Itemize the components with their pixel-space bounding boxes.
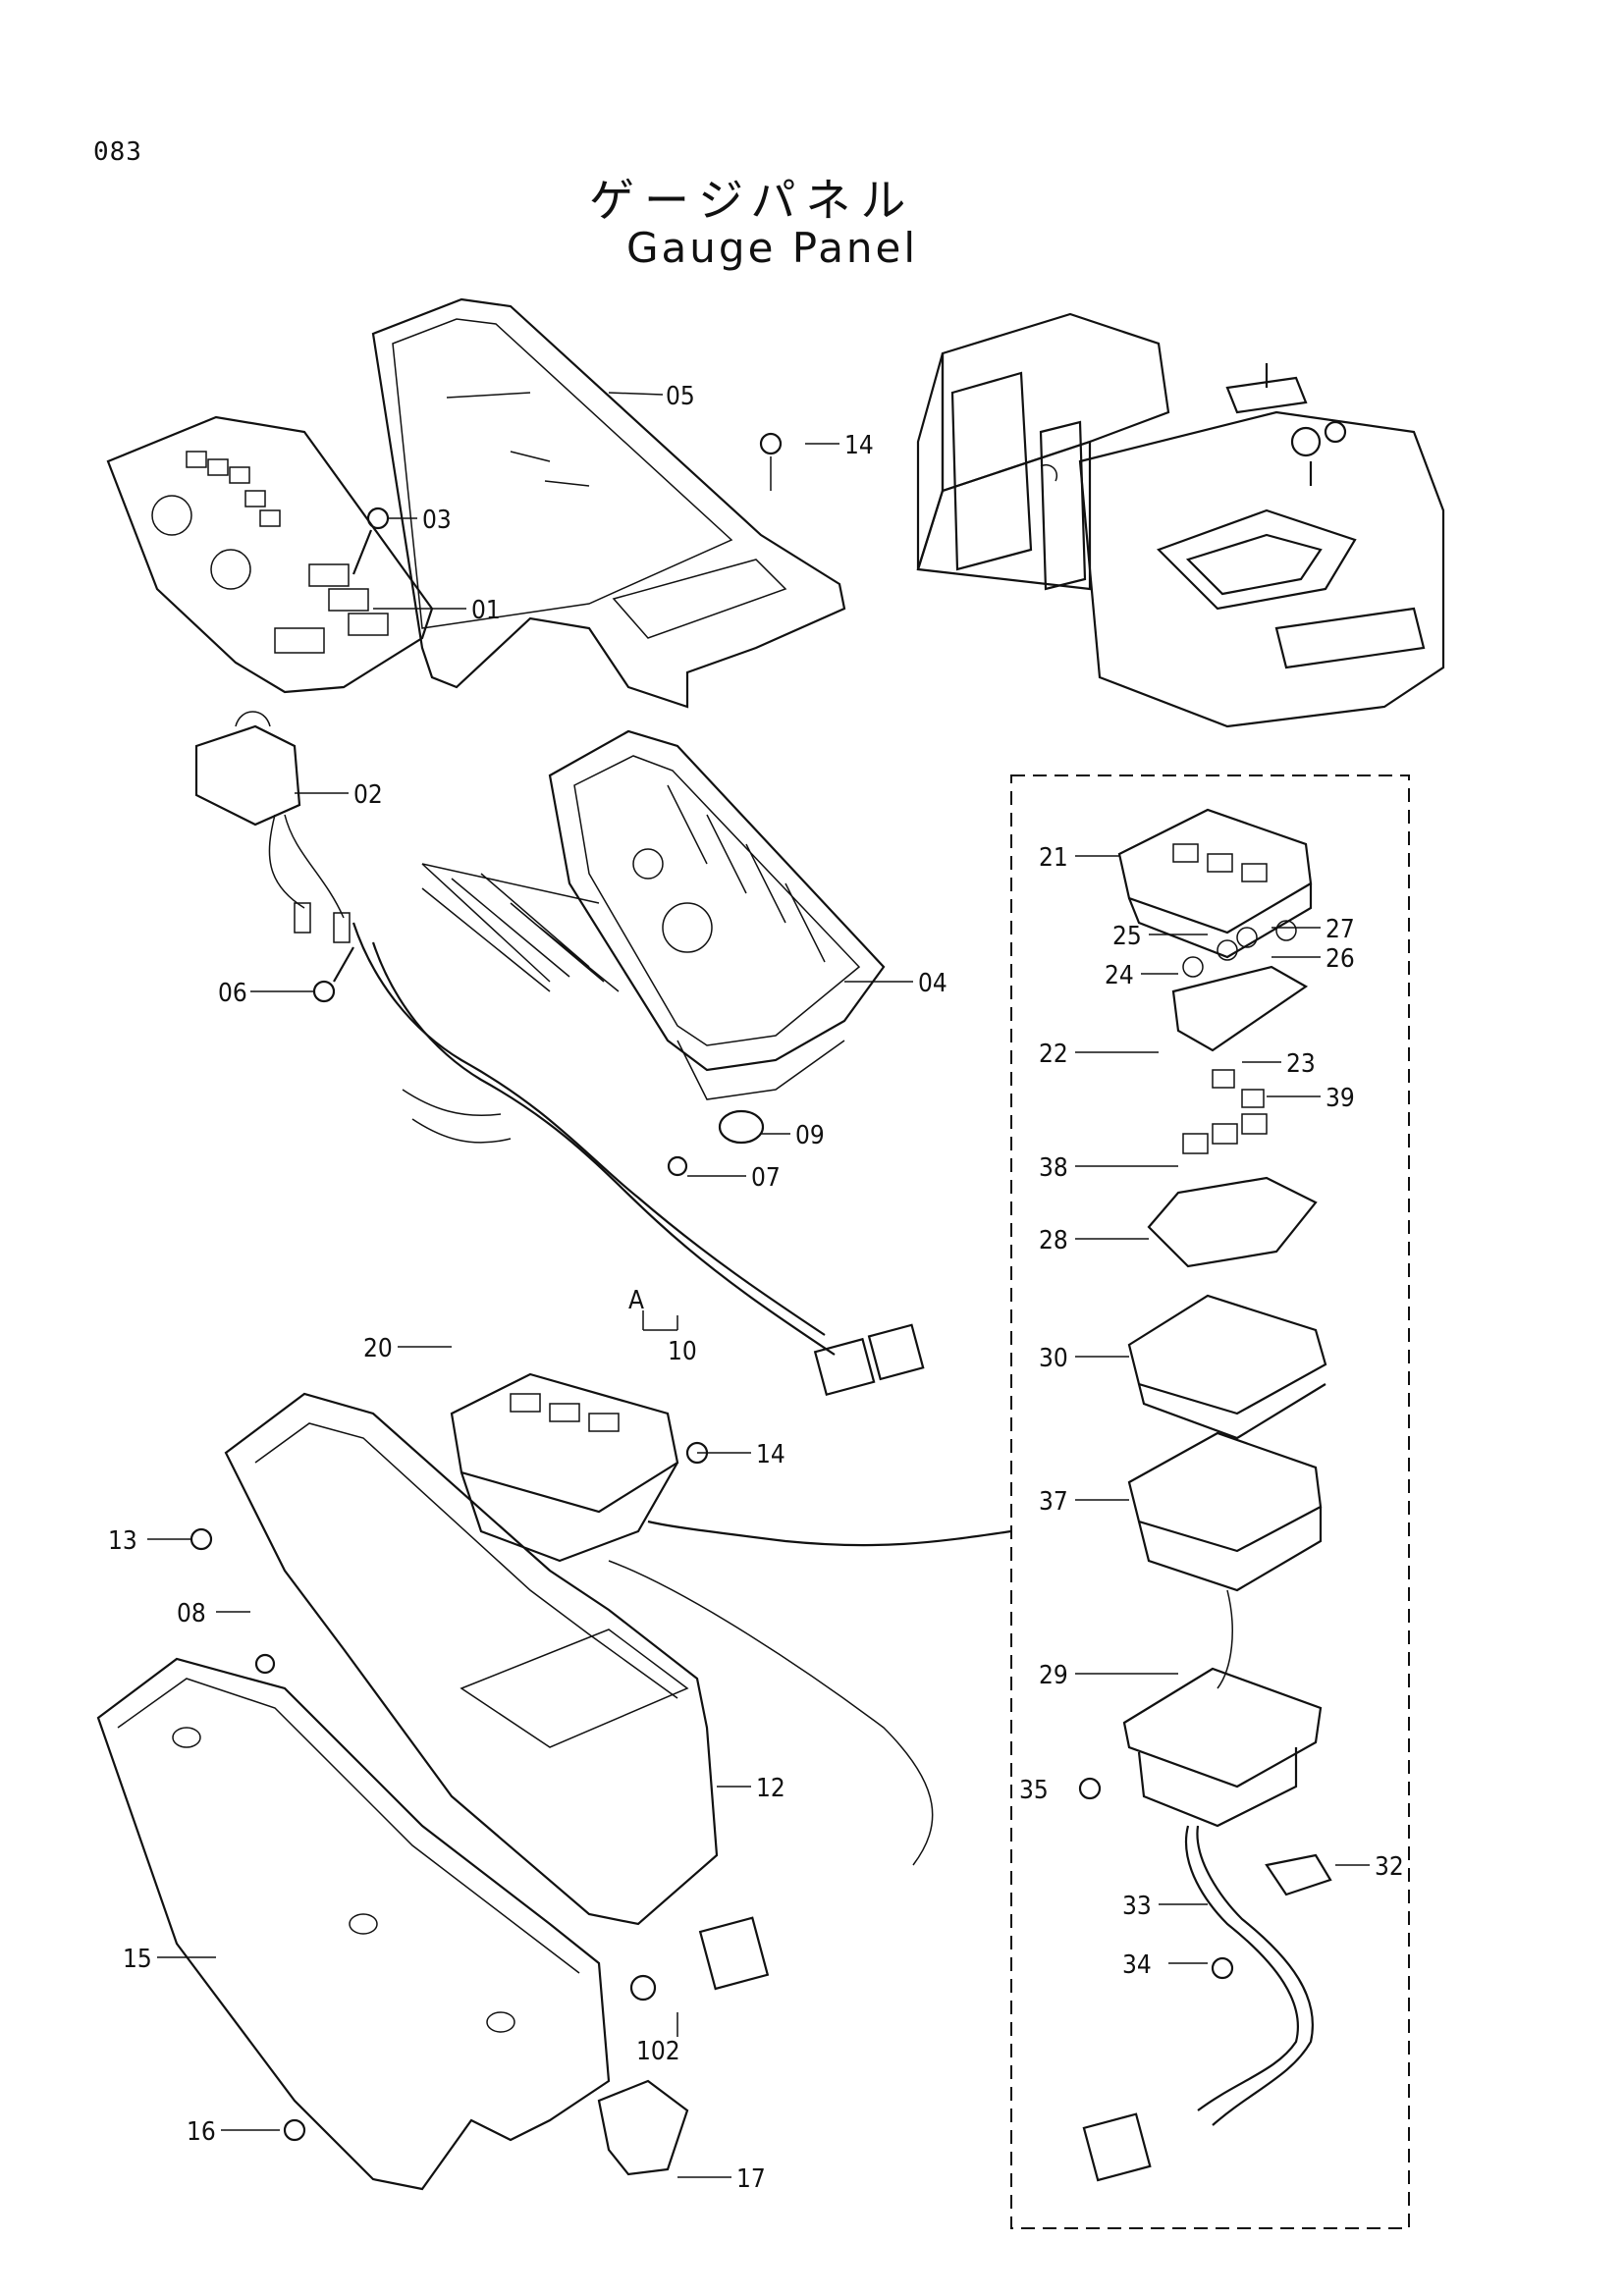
callout-33: 33 [1122, 1892, 1152, 1921]
callout-22: 22 [1039, 1040, 1068, 1069]
part-17-cap [597, 2079, 689, 2176]
callout-29: 29 [1039, 1661, 1068, 1690]
part-12-bracket [224, 1392, 934, 1991]
callout-34: 34 [1122, 1950, 1152, 1980]
detail-parts [1082, 808, 1332, 2182]
part-02-switch [194, 711, 351, 943]
callout-37: 37 [1039, 1487, 1068, 1517]
part-05-cover [371, 297, 846, 709]
callout-39: 39 [1325, 1084, 1355, 1113]
part-09-cap [718, 1109, 765, 1145]
callout-02: 02 [353, 780, 383, 810]
callout-30: 30 [1039, 1344, 1068, 1373]
callout-35: 35 [1019, 1776, 1049, 1805]
callout-24: 24 [1105, 961, 1134, 990]
callout-28: 28 [1039, 1226, 1068, 1255]
callout-27: 27 [1325, 915, 1355, 944]
callout-13: 13 [108, 1526, 137, 1556]
callout-21: 21 [1039, 843, 1068, 873]
callout-20: 20 [363, 1334, 393, 1363]
callout-labels: 05 14 03 01 02 06 04 09 07 A 10 20 14 13… [108, 382, 1404, 2194]
leader-lines [147, 392, 1370, 2178]
part-10-harness [352, 863, 925, 1397]
detail-box [647, 774, 1410, 2229]
title-japanese: ゲージパネル [589, 174, 916, 227]
callout-15: 15 [123, 1945, 152, 1974]
callout-14-lower: 14 [756, 1440, 785, 1469]
callout-26: 26 [1325, 944, 1355, 974]
callout-04: 04 [918, 969, 947, 998]
callout-01: 01 [471, 596, 501, 625]
callout-a: A [628, 1286, 644, 1315]
callout-08: 08 [177, 1599, 206, 1629]
excavator-illustration [916, 312, 1445, 728]
callout-32: 32 [1375, 1852, 1404, 1882]
page-number: 083 [93, 137, 142, 167]
title-english: Gauge Panel [626, 224, 919, 272]
callout-12: 12 [756, 1774, 785, 1803]
callout-09: 09 [795, 1121, 825, 1150]
callout-38: 38 [1039, 1153, 1068, 1183]
callout-16: 16 [187, 2117, 216, 2147]
callout-05: 05 [666, 382, 695, 411]
callout-14: 14 [844, 431, 874, 460]
part-04-housing [548, 729, 886, 1100]
part-15-lower-cover [96, 1657, 611, 2191]
callout-10: 10 [668, 1337, 697, 1366]
callout-102: 102 [636, 2037, 680, 2066]
callout-25: 25 [1112, 922, 1142, 951]
bolts [189, 432, 1234, 2142]
callout-07: 07 [751, 1163, 781, 1193]
part-01-gauge-face [106, 415, 434, 694]
callout-03: 03 [422, 506, 452, 535]
callout-23: 23 [1286, 1049, 1316, 1079]
part-20-monitor [450, 1372, 679, 1563]
callout-06: 06 [218, 979, 247, 1008]
callout-17: 17 [736, 2164, 766, 2194]
